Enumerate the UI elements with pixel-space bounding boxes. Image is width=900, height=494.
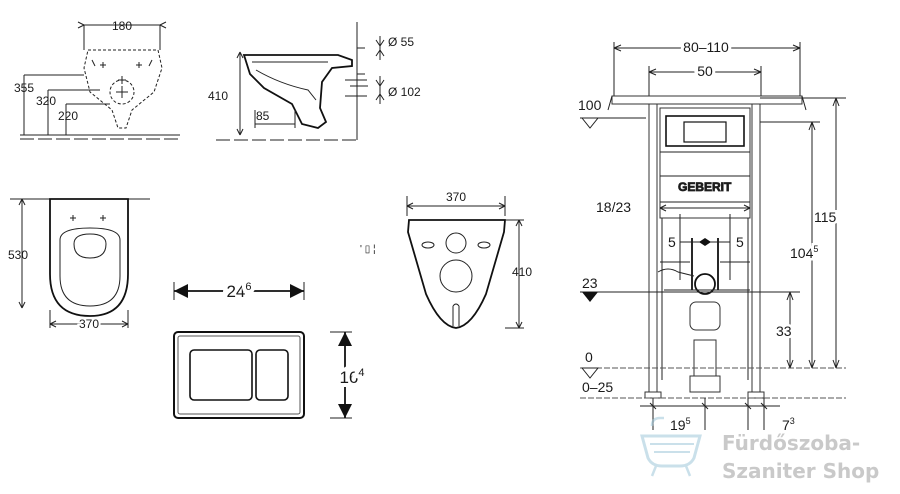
installation-frame-diagram: 80–110 50 GEBERIT 100	[578, 36, 846, 433]
side-view-d102-label: Ø 102	[388, 85, 421, 99]
frame-flush-height-label: 18/23	[596, 199, 631, 215]
flush-button-small	[189, 349, 253, 401]
flush-plate-width-sup: 6	[245, 281, 251, 293]
flush-plate-height-sup: 4	[358, 367, 364, 379]
gasket-width-label: 370	[446, 190, 466, 204]
svg-text:195: 195	[670, 416, 691, 433]
frame-height-mid-label: 104	[790, 245, 814, 261]
top-view-355-label: 355	[14, 81, 34, 95]
side-view-diagram: 410 85 Ø 55 Ø 102	[208, 22, 421, 141]
top-view-width-label: 180	[112, 19, 132, 33]
watermark-line1: Fürdőszoba-	[722, 431, 860, 455]
plan-view-diagram: 530 370	[8, 198, 150, 333]
plan-view-width-label: 370	[79, 317, 99, 331]
flush-button-large	[255, 349, 289, 401]
flush-plate-diagram: 246 164	[173, 277, 369, 419]
frame-floor-range-label: 0–25	[582, 379, 613, 395]
top-view-diagram: 180 355 320 220	[14, 19, 180, 140]
frame-height-mid-sup: 5	[813, 244, 818, 254]
frame-outlet-height-label: 33	[776, 323, 792, 339]
svg-text:73: 73	[782, 416, 795, 433]
svg-text:1045: 1045	[790, 244, 818, 261]
frame-brand-label: GEBERIT	[678, 180, 732, 194]
frame-overall-width-label: 80–110	[683, 39, 729, 55]
frame-bottom-right-label: 7	[782, 417, 790, 433]
side-view-projection-label: 85	[256, 109, 270, 123]
frame-bottom-left-sup: 5	[686, 416, 691, 426]
top-view-220-label: 220	[58, 109, 78, 123]
watermark: Fürdőszoba- Szaniter Shop	[640, 416, 879, 483]
watermark-line2: Szaniter Shop	[722, 459, 879, 483]
flush-plate-height-label: 16	[339, 368, 358, 387]
bathtub-icon	[640, 416, 702, 477]
svg-text:246: 246	[226, 281, 251, 301]
frame-floor-level-label: 0	[585, 349, 593, 365]
top-view-320-label: 320	[36, 94, 56, 108]
side-view-height-label: 410	[208, 89, 228, 103]
frame-offset-left-label: 5	[668, 234, 676, 250]
flush-plate-width-label: 24	[226, 282, 245, 301]
frame-offset-right-label: 5	[736, 234, 744, 250]
frame-inner-width-label: 50	[697, 63, 713, 79]
frame-total-height-label: 115	[814, 209, 837, 225]
frame-bottom-right-sup: 3	[790, 416, 795, 426]
gasket-diagram: 370 410 ' ▯ ¦	[360, 190, 532, 329]
svg-text:164: 164	[339, 367, 364, 387]
plan-view-length-label: 530	[8, 248, 28, 262]
gasket-marks: ' ▯ ¦	[360, 244, 376, 255]
frame-outlet-level-label: 23	[582, 275, 598, 291]
frame-bottom-left-label: 19	[670, 417, 686, 433]
gasket-height-label: 410	[512, 265, 532, 279]
side-view-d55-label: Ø 55	[388, 35, 414, 49]
frame-top-level-label: 100	[578, 97, 602, 113]
